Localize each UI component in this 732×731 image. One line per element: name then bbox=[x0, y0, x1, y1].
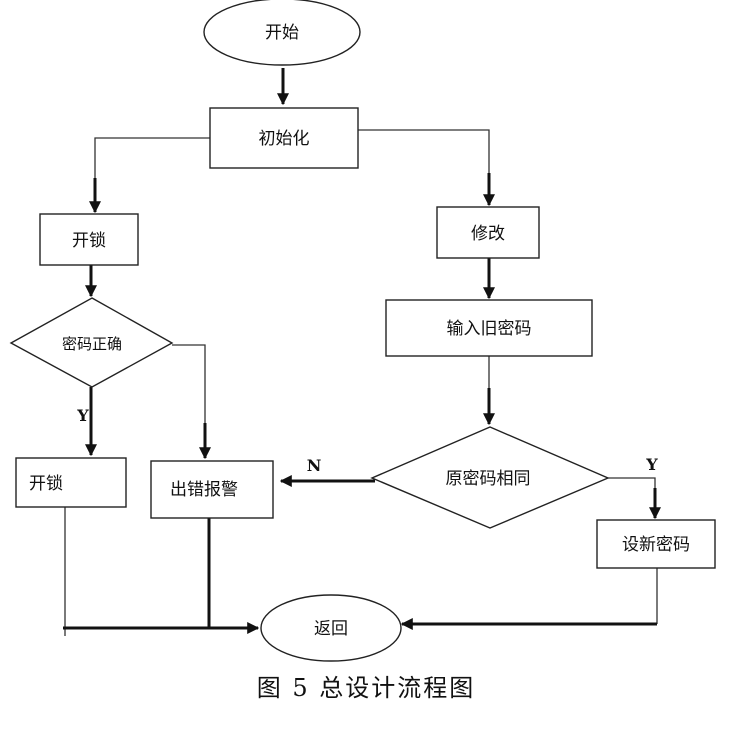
node-init: 初始化 bbox=[209, 107, 359, 169]
node-set-new: 设新密码 bbox=[596, 519, 716, 569]
figure-caption: 图 5 总设计流程图 bbox=[256, 674, 476, 702]
node-modify: 修改 bbox=[436, 206, 540, 259]
node-input-old-label: 输入旧密码 bbox=[447, 319, 532, 339]
node-error-alarm: 出错报警 bbox=[150, 460, 274, 519]
node-unlock-bottom-label: 开锁 bbox=[29, 474, 63, 494]
node-password-ok: 密码正确 bbox=[9, 297, 174, 388]
edge-diamond-error bbox=[172, 344, 206, 425]
flowchart-diagram: 开始 初始化 开锁 密码正确 开锁 出错报警 修改 输入旧密码 原密码相同 设新… bbox=[9, 0, 716, 662]
node-same-as-old-label: 原密码相同 bbox=[446, 469, 531, 489]
node-input-old: 输入旧密码 bbox=[385, 299, 593, 357]
edge-label-yes-left: Y bbox=[76, 406, 89, 425]
node-set-new-label: 设新密码 bbox=[622, 535, 690, 555]
edge-init-modify bbox=[358, 129, 490, 175]
node-start: 开始 bbox=[203, 0, 361, 66]
node-return-label: 返回 bbox=[314, 619, 348, 639]
node-unlock-bottom: 开锁 bbox=[15, 457, 127, 508]
edge-label-yes-right: Y bbox=[645, 455, 658, 474]
edge-init-unlock bbox=[94, 137, 210, 180]
node-init-label: 初始化 bbox=[259, 129, 310, 149]
node-unlock-top: 开锁 bbox=[39, 213, 139, 266]
edge-diamond-yes-right bbox=[608, 477, 656, 490]
node-start-label: 开始 bbox=[265, 23, 299, 43]
node-return: 返回 bbox=[260, 594, 402, 662]
node-error-alarm-label: 出错报警 bbox=[170, 480, 238, 500]
node-same-as-old: 原密码相同 bbox=[370, 426, 610, 529]
node-unlock-top-label: 开锁 bbox=[72, 231, 106, 251]
edge-label-no: N bbox=[307, 456, 322, 475]
node-password-ok-label: 密码正确 bbox=[62, 335, 122, 353]
node-modify-label: 修改 bbox=[471, 224, 505, 244]
